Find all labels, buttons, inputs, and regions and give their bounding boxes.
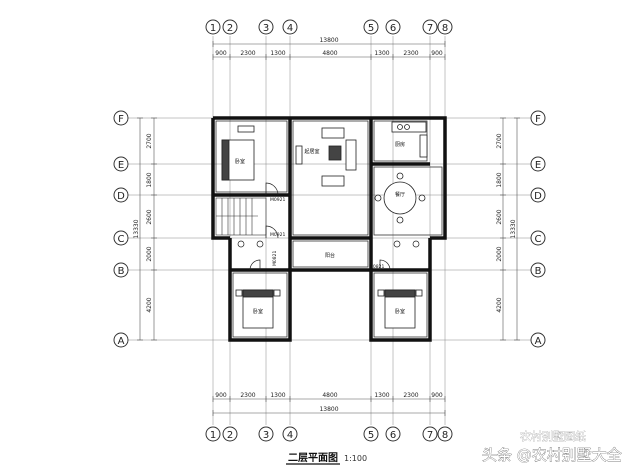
left-axis-B: B — [118, 266, 125, 277]
left-axis-bubbles — [113, 110, 129, 348]
drawing-scale: 1:100 — [344, 454, 367, 463]
bottom-axis-1: 1 — [210, 430, 216, 441]
bottom-dim-6: 2300 — [403, 392, 418, 399]
bottom-axis-4: 4 — [287, 430, 293, 441]
right-dim-2: 1800 — [496, 172, 503, 187]
left-axis-C: C — [118, 234, 125, 245]
column-grid-lines — [212, 36, 446, 425]
top-axis-3: 3 — [263, 23, 269, 34]
staircase — [215, 197, 267, 236]
bottom-axis-2: 2 — [227, 430, 233, 441]
sofa-set — [295, 127, 357, 187]
left-dim-1: 2700 — [146, 133, 153, 148]
right-axis-C: C — [535, 234, 542, 245]
door-label-4: M0821 — [369, 264, 384, 270]
right-axis-B: B — [535, 266, 542, 277]
bottom-axis-8: 8 — [442, 430, 448, 441]
bottom-dim-1: 900 — [215, 392, 227, 399]
right-axis-A: A — [535, 336, 542, 347]
right-dim-3: 2600 — [496, 209, 503, 224]
top-dim-6: 2300 — [403, 50, 418, 57]
left-axis-E: E — [118, 160, 124, 171]
bottom-dimensions — [212, 396, 446, 416]
room-label-corridor: 阳台 — [325, 252, 335, 259]
top-dim-1: 900 — [215, 50, 227, 57]
drawing-title: 二层平面图 — [288, 452, 338, 464]
top-axis-1: 1 — [210, 23, 216, 34]
bottom-axis-bubbles — [205, 426, 453, 442]
room-label-kitchen: 厨房 — [395, 141, 405, 148]
bottom-dim-7: 900 — [431, 392, 443, 399]
watermark-secondary: 农村别墅图纸 — [520, 429, 586, 443]
top-axis-4: 4 — [287, 23, 293, 34]
right-axis-bubbles — [530, 110, 546, 348]
right-dim-5: 4200 — [496, 297, 503, 312]
top-dimensions — [212, 41, 446, 60]
right-axis-F: F — [535, 114, 541, 125]
bottom-axis-5: 5 — [368, 430, 374, 441]
right-axis-D: D — [534, 191, 542, 202]
left-dim-2: 1800 — [146, 172, 153, 187]
room-label-bedroom-sw: 卧室 — [253, 308, 263, 315]
right-dim-4: 2000 — [496, 246, 503, 261]
building-walls — [211, 116, 447, 342]
watermark-main: 头条 @农村别墅大全 — [482, 446, 622, 464]
top-axis-8: 8 — [442, 23, 448, 34]
right-dimensions — [500, 117, 520, 341]
top-axis-6: 6 — [390, 23, 396, 34]
bottom-dim-3: 1300 — [270, 392, 285, 399]
bed-sw — [235, 289, 281, 329]
bottom-axis-3: 3 — [263, 430, 269, 441]
top-axis-7: 7 — [427, 23, 433, 34]
bottom-total-dimension: 13800 — [319, 406, 338, 413]
room-label-dining: 餐厅 — [395, 191, 405, 198]
top-axis-bubbles — [205, 19, 453, 35]
bottom-dim-5: 1300 — [374, 392, 389, 399]
kitchen-counter — [391, 121, 428, 158]
bottom-dim-2: 2300 — [240, 392, 255, 399]
left-dim-5: 4200 — [146, 297, 153, 312]
top-axis-2: 2 — [227, 23, 233, 34]
left-axis-F: F — [118, 114, 124, 125]
room-label-bedroom-se: 卧室 — [395, 308, 405, 315]
right-total-dimension: 13330 — [510, 219, 517, 238]
left-axis-A: A — [118, 336, 125, 347]
right-dim-1: 2700 — [496, 133, 503, 148]
top-dim-5: 1300 — [374, 50, 389, 57]
door-swings — [249, 182, 391, 271]
left-total-dimension: 13330 — [133, 219, 140, 238]
top-dim-7: 900 — [431, 50, 443, 57]
right-axis-E: E — [535, 160, 541, 171]
left-axis-D: D — [117, 191, 125, 202]
room-label-study: 起居室 — [304, 148, 319, 155]
bottom-dim-4: 4800 — [322, 392, 337, 399]
top-dim-3: 1300 — [270, 50, 285, 57]
bed-se — [377, 289, 423, 329]
left-dim-3: 2600 — [146, 209, 153, 224]
bottom-axis-7: 7 — [427, 430, 433, 441]
dining-table — [374, 172, 426, 224]
bathroom-fixtures — [237, 240, 420, 248]
door-label-3: M0821 — [272, 251, 278, 266]
bed-nw — [221, 125, 255, 181]
top-axis-5: 5 — [368, 23, 374, 34]
top-dim-4: 4800 — [322, 50, 337, 57]
left-dim-4: 2000 — [146, 246, 153, 261]
door-label-2: M0921 — [270, 232, 285, 238]
top-total-dimension: 13800 — [319, 37, 338, 44]
inner-thin-walls — [215, 120, 443, 338]
top-dim-2: 2300 — [240, 50, 255, 57]
room-label-bedroom-nw: 卧室 — [235, 158, 245, 165]
bottom-axis-6: 6 — [390, 430, 396, 441]
left-dimensions — [137, 117, 157, 341]
door-label-1: M0921 — [270, 197, 285, 203]
